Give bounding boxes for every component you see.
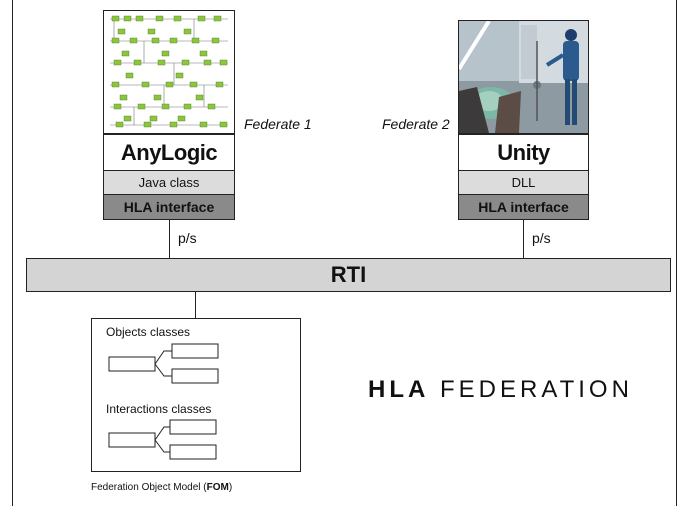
federate-2-connector (523, 220, 524, 258)
unity-name: Unity (497, 139, 550, 165)
object-child-class-2 (171, 368, 219, 384)
federate-1-connector (169, 220, 170, 258)
anylogic-title-box: AnyLogic (103, 134, 235, 171)
rti-fom-connector (195, 292, 196, 318)
unity-scene-image (459, 21, 588, 133)
federate-1-ps-label: p/s (178, 230, 197, 246)
anylogic-hla-interface-box: HLA interface (103, 195, 235, 220)
unity-dll-box: DLL (458, 171, 589, 195)
interaction-root-class (108, 432, 156, 448)
interaction-child-class-2 (169, 444, 217, 460)
anylogic-flowchart-image (110, 15, 228, 128)
anylogic-java-class-box: Java class (103, 171, 235, 195)
rti-bar: RTI (26, 258, 671, 292)
unity-hla-interface-label: HLA interface (478, 199, 569, 215)
object-child-class-1 (171, 343, 219, 359)
interaction-child-class-1 (169, 419, 217, 435)
hla-federation-bold: HLA (368, 376, 430, 403)
fom-box: Objects classes Interactions classes (91, 318, 301, 472)
left-frame-line (12, 0, 13, 506)
right-frame-line (676, 0, 677, 506)
interactions-classes-label: Interactions classes (106, 402, 212, 416)
fom-caption-bold: FOM (206, 482, 229, 493)
anylogic-model-thumbnail (103, 10, 235, 134)
rti-label: RTI (330, 262, 367, 287)
java-class-label: Java class (138, 175, 200, 190)
fom-class-trees (108, 343, 219, 460)
federate-2-label: Federate 2 (382, 116, 450, 132)
federate-1-label: Federate 1 (244, 116, 312, 132)
anylogic-hla-interface-label: HLA interface (123, 199, 215, 215)
fom-caption: Federation Object Model (FOM) (91, 482, 232, 493)
unity-scene-thumbnail (458, 20, 589, 134)
objects-classes-label: Objects classes (106, 325, 191, 339)
federate-2-ps-label: p/s (532, 230, 551, 246)
hla-federation-rest: FEDERATION (440, 376, 633, 403)
hla-federation-title: HLA FEDERATION (368, 376, 633, 404)
anylogic-name: AnyLogic (120, 139, 218, 165)
fom-caption-prefix: Federation Object Model ( (91, 482, 207, 493)
object-root-class (108, 356, 156, 372)
fom-caption-suffix: ) (228, 482, 233, 493)
unity-hla-interface-box: HLA interface (458, 195, 589, 220)
dll-label: DLL (511, 175, 536, 190)
unity-title-box: Unity (458, 134, 589, 171)
